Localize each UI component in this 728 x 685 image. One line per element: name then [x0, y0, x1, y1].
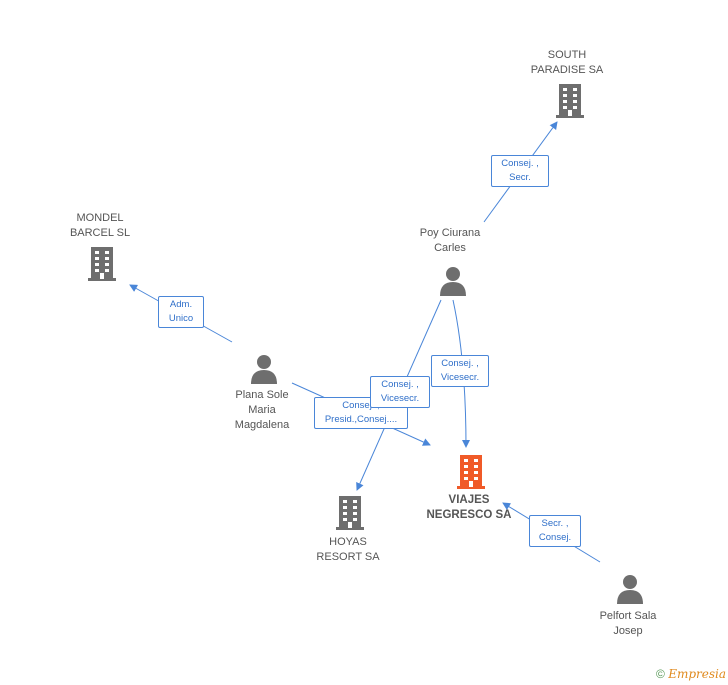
copyright-icon: ©: [656, 667, 665, 681]
role-box-poy-hoyas[interactable]: Consej. , Vicesecr.: [370, 376, 430, 408]
building-icon: [336, 496, 364, 530]
person-icon: [617, 575, 643, 604]
role-box-poy-viajes[interactable]: Consej. , Vicesecr.: [431, 355, 489, 387]
node-hoyas-resort-label: HOYAS RESORT SA: [316, 536, 380, 563]
node-mondel-barcel-label: MONDEL BARCEL SL: [69, 212, 131, 239]
role-box-plana-mondel[interactable]: Adm. Unico: [158, 296, 204, 328]
brand-name: Empresia: [668, 667, 726, 681]
footer-brand[interactable]: © Empresia: [656, 667, 726, 681]
role-box-poy-south-paradise[interactable]: Consej. , Secr.: [491, 155, 549, 187]
building-icon-main: [457, 455, 485, 489]
building-icon: [556, 84, 584, 118]
node-plana-sole-label: Plana Sole Maria Magdalena: [234, 389, 290, 431]
person-icon: [251, 355, 277, 384]
node-viajes-negresco-label: VIAJES NEGRESCO SA: [426, 494, 512, 521]
role-box-pelfort-viajes[interactable]: Secr. , Consej.: [529, 515, 581, 547]
node-poy-ciurana-label: Poy Ciurana Carles: [419, 227, 481, 254]
node-pelfort-sala-label: Pelfort Sala Josep: [599, 610, 657, 637]
person-icon: [440, 267, 466, 296]
building-icon: [88, 247, 116, 281]
node-south-paradise-label: SOUTH PARADISE SA: [530, 49, 604, 76]
